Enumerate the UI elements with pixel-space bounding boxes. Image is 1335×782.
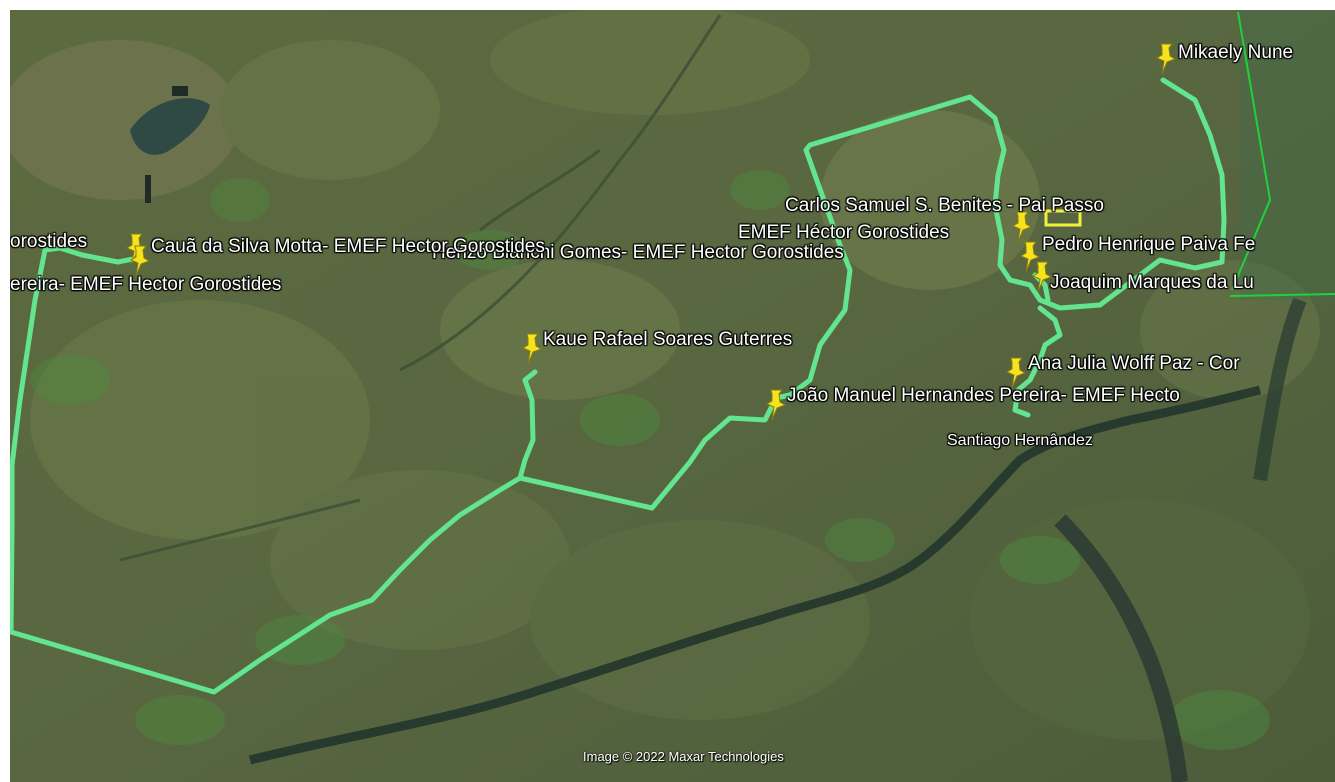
place-name-label: Santiago Hernândez xyxy=(947,432,1093,449)
imagery-attribution: Image © 2022 Maxar Technologies xyxy=(583,749,784,764)
placemark-label[interactable]: EMEF Héctor Gorostides xyxy=(738,222,950,243)
placemark-label[interactable]: Pedro Henrique Paiva Fe xyxy=(1042,234,1256,255)
placemark-label[interactable]: Kaue Rafael Soares Guterres xyxy=(543,329,793,350)
yellow-pushpin-icon[interactable] xyxy=(126,244,152,278)
yellow-pushpin-icon[interactable] xyxy=(1008,210,1034,244)
yellow-pushpin-icon[interactable] xyxy=(1016,240,1042,274)
placemark-label[interactable]: Joaquim Marques da Lu xyxy=(1050,272,1254,293)
left-frame-edge xyxy=(0,0,10,782)
placemark-label[interactable]: Henzo Bianchi Gomes- EMEF Hector Gorosti… xyxy=(432,242,844,263)
yellow-pushpin-icon[interactable] xyxy=(1002,356,1028,390)
top-frame-edge xyxy=(0,0,1335,10)
yellow-pushpin-icon[interactable] xyxy=(762,388,788,422)
placemark-label[interactable]: João Manuel Hernandes Pereira- EMEF Hect… xyxy=(787,385,1180,406)
placemark-label[interactable]: orostides xyxy=(10,231,88,252)
placemark-label[interactable]: Cauã da Silva Motta- EMEF Hector Gorosti… xyxy=(151,236,545,257)
yellow-pushpin-icon[interactable] xyxy=(1028,260,1054,294)
placemark-label[interactable]: Carlos Samuel S. Benites - Pai Passo xyxy=(785,195,1104,216)
placemark-label[interactable]: Ana Julia Wolff Paz - Cor xyxy=(1028,353,1240,374)
yellow-pushpin-icon[interactable] xyxy=(1152,42,1178,76)
placemark-label[interactable]: Mikaely Nune xyxy=(1178,42,1294,63)
placemark-label[interactable]: ereira- EMEF Hector Gorostides xyxy=(10,274,282,295)
yellow-pushpin-icon[interactable] xyxy=(518,332,544,366)
